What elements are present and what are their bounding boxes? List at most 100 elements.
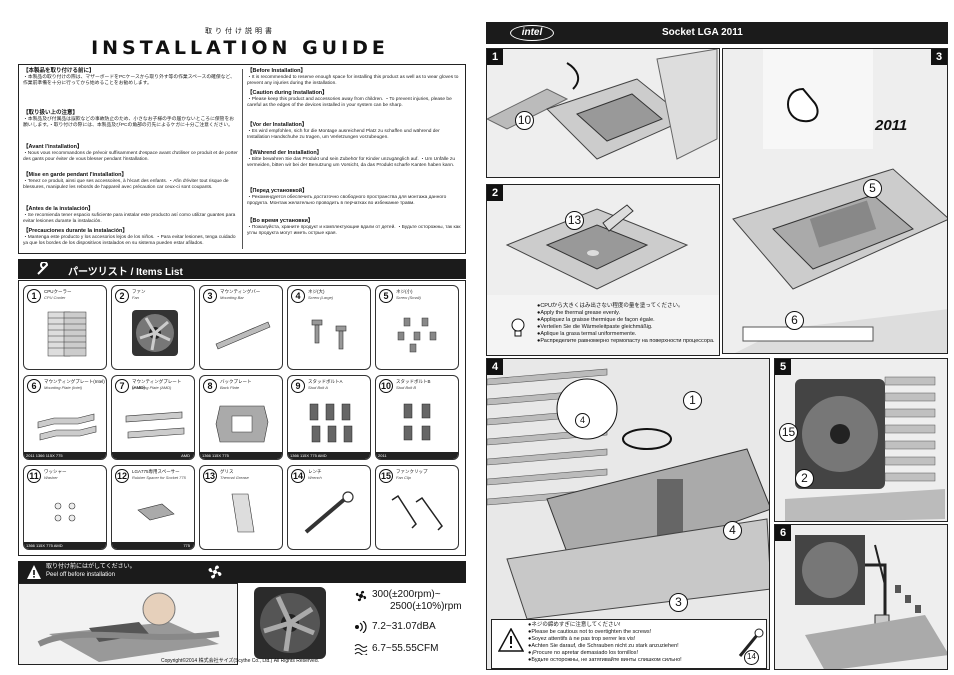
peel-off-header: 取り付け前にはがしてください。 Peel off before installa… (18, 561, 238, 583)
item-mounting-plate-amd: 7 マウンティングプレート(AMD) Mounting Plate (AMD) … (111, 375, 195, 460)
label-2011: 2011 (875, 117, 908, 134)
lightbulb-icon (511, 318, 525, 337)
warning-icon (27, 565, 41, 579)
caution-en-2: 【Caution during Installation】 ・Please ke… (247, 90, 452, 108)
right-page: intel Socket LGA 2011 1 10 3 2011 5 (486, 20, 948, 670)
item-stud-bolt-b: 10 スタッドボルトB Stud Bolt B 2011 (375, 375, 459, 460)
caution-ru-2: 【Во время установки】 ・Пожалуйста, хранит… (247, 218, 461, 236)
socket-title: Socket LGA 2011 (662, 27, 743, 38)
item-mounting-bar: 3 マウンティングバー Mounting Bar (199, 285, 283, 370)
stud-bolt-b-icon (403, 403, 431, 441)
callout-4: 4 (723, 521, 742, 540)
item-washer: 11 ワッシャー Washer 1366 115X 775 AMD (23, 465, 107, 550)
rpm-icon (355, 590, 367, 602)
callout-3: 3 (669, 593, 688, 612)
caution-fr-1: 【Avant l'installation】 ・Nous vous recomm… (23, 144, 238, 162)
mounting-plate-amd-icon (125, 411, 185, 439)
screw-warning-box: ●ネジの締めすぎに注意してください! ●Please be cautious n… (491, 619, 767, 669)
spec-rpm-min: 300(±200rpm)~ (372, 589, 441, 600)
item-back-plate: 8 バックプレート Back Plate 1366 115X 775 (199, 375, 283, 460)
spec-rpm-max: 2500(±10%)rpm (390, 601, 462, 612)
thermal-grease-icon (231, 493, 255, 533)
fan-spec-header (200, 561, 466, 583)
callout-10: 10 (515, 111, 534, 130)
item-stud-bolt-a: 9 スタッドボルトA Stud Bolt A 1366 115X 775 AMD (287, 375, 371, 460)
caution-ru-1: 【Перед установкой】 ・Рекомендуется обеспе… (247, 188, 447, 206)
callout-14: 14 (744, 650, 759, 665)
caution-de-1: 【Vor der Installation】 ・Es wird empfohle… (247, 122, 440, 140)
step-4-panel: 4 1 4 4 3 ●ネジの締めすぎに注意してください! ●Please be … (486, 358, 770, 670)
stud-bolt-a-icon (309, 403, 353, 443)
caution-column-left: 【本製品を取り付ける前に】 ・本製品の取り付けの際は、マザーボードをPCケースか… (23, 68, 238, 247)
cpu-cooler-icon (47, 311, 87, 357)
airflow-icon (354, 644, 368, 655)
fan-photo (254, 587, 326, 659)
fan-icon (132, 310, 178, 356)
step-6-illustration (775, 525, 947, 669)
step-2-illustration (487, 185, 719, 295)
peel-off-illustration (18, 583, 238, 665)
column-divider (242, 69, 243, 249)
callout-5: 5 (863, 179, 882, 198)
item-screw-large: 4 ネジ(大) Screw (Large) (287, 285, 371, 370)
callout-15: 15 (779, 423, 798, 442)
copyright: Copyright©2014 株式会社サイズ(Scythe Co., Ltd.)… (160, 658, 320, 664)
mounting-bar-icon (215, 321, 271, 350)
item-screw-small: 5 ネジ(小) Screw (Small) (375, 285, 459, 370)
intel-logo: intel (510, 25, 554, 41)
callout-6: 6 (785, 311, 804, 330)
items-grid: 1 CPUクーラー CPU Cooler 2 ファン Fan 3 マウンティング… (18, 280, 466, 556)
rubber-spacer-icon (137, 503, 175, 521)
washer-icon (54, 502, 76, 522)
noise-icon (355, 621, 367, 633)
subtitle: 取り付け説明書 (205, 28, 275, 35)
step-3-panel: 3 2011 5 6 (722, 48, 948, 354)
fan-icon (208, 565, 222, 579)
items-list-title: パーツリスト / Items List (68, 267, 183, 278)
caution-box: 【本製品を取り付ける前に】 ・本製品の取り付けの際は、マザーボードをPCケースか… (18, 64, 466, 254)
caution-column-right: 【Before Installation】 ・It is recommended… (247, 68, 462, 237)
caution-es-2: 【Precauciones durante la instalación】 ・M… (23, 228, 236, 246)
spec-airflow: 6.7~55.55CFM (372, 643, 439, 654)
wrench-icon (37, 262, 49, 275)
wrench-part-icon (304, 491, 354, 534)
item-fan-clip: 15 ファンクリップ Fan Clip (375, 465, 459, 550)
caution-jp-1: 【本製品を取り付ける前に】 ・本製品の取り付けの際は、マザーボードをPCケースか… (23, 68, 235, 86)
step-5-panel: 5 15 2 (774, 358, 948, 522)
step-5-illustration (775, 359, 947, 521)
wrench-icon (738, 628, 764, 657)
item-mounting-plate-intel: 6 マウンティングプレート(Intel) Mounting Plate (Int… (23, 375, 107, 460)
screw-large-icon (311, 319, 347, 350)
caution-jp-2: 【取り扱い上の注意】 ・本製品及び付属品は誤飲などの事故防止のため、小さなお子様… (23, 110, 235, 128)
step-2-panel: 2 13 ●CPUから大きくはみ出さない程度の量を塗ってください。 ●Apply… (486, 184, 720, 356)
fan-spec-panel: 300(±200rpm)~ 2500(±10%)rpm 7.2~31.07dBA… (244, 583, 466, 665)
item-wrench: 14 レンチ Wrench (287, 465, 371, 550)
screw-small-icon (397, 317, 437, 353)
callout-1: 1 (683, 391, 702, 410)
caution-fr-2: 【Mise en garde pendant l'installation】 ・… (23, 172, 229, 190)
back-plate-icon (215, 405, 269, 443)
caution-es-1: 【Antes de la instalación】 ・Se recomienda… (23, 206, 236, 224)
item-thermal-grease: 13 グリス Thermal Grease (199, 465, 283, 550)
left-page: 取り付け説明書 INSTALLATION GUIDE 【本製品を取り付ける前に】… (14, 16, 466, 666)
item-cpu-cooler: 1 CPUクーラー CPU Cooler (23, 285, 107, 370)
caution-en-1: 【Before Installation】 ・It is recommended… (247, 68, 459, 86)
socket-header: intel Socket LGA 2011 (486, 22, 948, 44)
peel-film-image (19, 584, 237, 664)
fan-clip-icon (391, 494, 443, 531)
caution-de-2: 【Während der Installation】 ・Bitte bewahr… (247, 150, 455, 168)
page-title: INSTALLATION GUIDE (91, 37, 389, 59)
step-4-illustration (487, 359, 769, 669)
warning-icon (498, 628, 524, 652)
step-6-panel: 6 (774, 524, 948, 670)
items-list-header: パーツリスト / Items List (18, 259, 466, 279)
step-3-illustration (723, 49, 947, 353)
mounting-plate-intel-icon (37, 413, 97, 441)
item-fan: 2 ファン Fan (111, 285, 195, 370)
callout-2: 2 (795, 469, 814, 488)
item-rubber-spacer: 12 LGA775専用スペーサー Rubber Spacer for Socke… (111, 465, 195, 550)
step-1-panel: 1 10 (486, 48, 720, 178)
spec-noise: 7.2~31.07dBA (372, 621, 436, 632)
callout-4-small: 4 (575, 413, 590, 428)
callout-13: 13 (565, 211, 584, 230)
